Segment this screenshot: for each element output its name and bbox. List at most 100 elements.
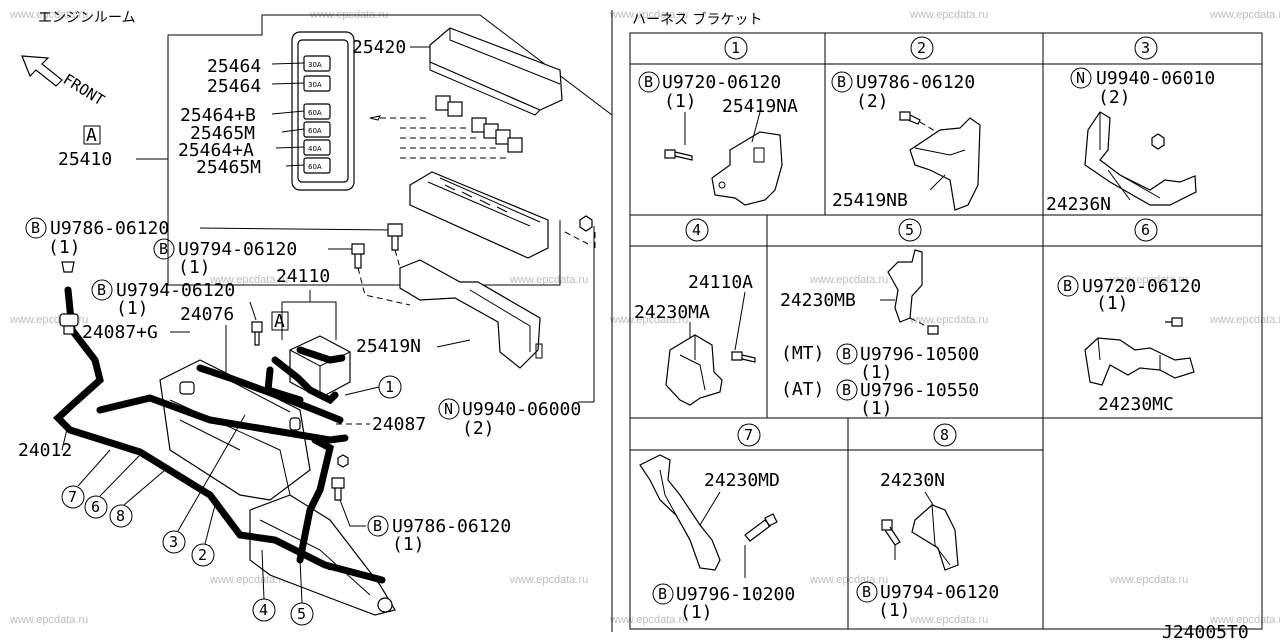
svg-text:4: 4 — [692, 221, 701, 239]
cell-header-6: 6 — [1134, 218, 1158, 242]
bracket-25419n — [399, 259, 543, 369]
part-24110: 24110 — [276, 266, 330, 287]
fuse-slot: 30A — [303, 55, 331, 72]
nut-code: U9940-06000 — [462, 399, 581, 420]
front-arrow-icon — [21, 55, 63, 87]
bracket-table — [629, 32, 1263, 630]
bolt-qty: (1) — [48, 237, 81, 258]
svg-text:B: B — [842, 381, 851, 399]
b-mark-icon — [91, 279, 113, 301]
watermark: www.epcdata.ru — [1109, 574, 1188, 586]
grommet — [59, 261, 79, 335]
b-mark-icon — [25, 217, 47, 239]
bolt-qty: (1) — [392, 534, 425, 555]
part-24230md: 24230MD — [704, 470, 780, 491]
bolt-code: U9794-06120 — [880, 582, 999, 603]
transmission — [249, 494, 396, 616]
part-24230mb: 24230MB — [780, 290, 856, 311]
section-title-engine-room: エンジンルーム — [38, 10, 136, 26]
bolt-code: U9786-06120 — [392, 516, 511, 537]
view-a-letter: A — [274, 311, 285, 332]
svg-text:60A: 60A — [308, 163, 322, 171]
callout-5: 5 — [290, 559, 314, 626]
bolt-callout-1: B U9786-06120 (1) — [25, 217, 389, 258]
bolt-qty: (1) — [878, 600, 911, 621]
relays — [435, 95, 523, 153]
svg-text:B: B — [837, 73, 846, 91]
bolt-code: U9720-06120 — [662, 72, 781, 93]
bolt-qty-mt: (1) — [860, 362, 893, 383]
fusebox-label: 25464+A — [178, 140, 254, 161]
cell-header-4: 4 — [685, 218, 709, 242]
bolt-icon — [251, 321, 263, 346]
nut-qty: (2) — [1098, 87, 1131, 108]
cell-header-2: 2 — [910, 36, 934, 60]
fusebox-label: 25464 — [207, 76, 261, 97]
svg-text:5: 5 — [905, 221, 914, 239]
callout-1: 1 — [344, 375, 402, 399]
cell-6: B U9720-06120 (1) 24230MC — [1057, 275, 1201, 415]
watermark: www.epcdata.ru — [609, 614, 688, 626]
b-mark-icon — [652, 583, 674, 605]
watermark: www.epcdata.ru — [809, 574, 888, 586]
part-24236n: 24236N — [1046, 194, 1111, 215]
svg-text:5: 5 — [297, 605, 306, 623]
bracket-24230mc — [1084, 337, 1195, 386]
svg-text:60A: 60A — [308, 127, 322, 135]
battery — [289, 335, 351, 399]
fuse-slot: 60A — [303, 103, 331, 120]
part-24230ma: 24230MA — [634, 302, 710, 323]
diagram-code: J24005T0 — [1162, 622, 1249, 640]
b-mark-icon — [836, 379, 858, 401]
svg-text:4: 4 — [259, 601, 268, 619]
cell-1: B U9720-06120 (1) 25419NA — [638, 71, 798, 206]
svg-text:8: 8 — [116, 507, 125, 525]
svg-text:B: B — [373, 517, 382, 535]
bolt-code: U9720-06120 — [1082, 276, 1201, 297]
watermark: www.epcdata.ru — [1209, 314, 1280, 326]
wire-harness — [52, 286, 386, 584]
svg-text:3: 3 — [169, 533, 178, 551]
cell-header-3: 3 — [1134, 36, 1158, 60]
front-label: FRONT — [60, 70, 108, 109]
b-mark-icon — [638, 71, 660, 93]
svg-text:40A: 40A — [308, 145, 322, 153]
callout-8: 8 — [109, 469, 166, 528]
bolt-callout-4: B U9786-06120 (1) — [339, 499, 511, 555]
cell-8: 24230N B U9794-06120 (1) — [856, 470, 999, 621]
relay-box-cover — [429, 27, 563, 116]
bolt-icon — [927, 325, 939, 335]
svg-text:2: 2 — [198, 546, 207, 564]
watermark: www.epcdata.ru — [509, 274, 588, 286]
watermark: www.epcdata.ru — [609, 314, 688, 326]
bolt-code: U9794-06120 — [178, 239, 297, 260]
svg-text:B: B — [862, 583, 871, 601]
cell-7: 24230MD B U9796-10200 (1) — [639, 454, 795, 623]
nut-qty: (2) — [462, 418, 495, 439]
watermark: www.epcdata.ru — [909, 314, 988, 326]
svg-text:B: B — [1063, 277, 1072, 295]
part-25410: 25410 — [58, 149, 112, 170]
watermark: www.epcdata.ru — [909, 9, 988, 21]
fuse-slot: 60A — [303, 121, 331, 138]
view-a-box-small — [271, 311, 289, 331]
svg-text:7: 7 — [744, 426, 753, 444]
fusebox-label: 25464 — [207, 56, 261, 77]
nut-callout: N U9940-06000 (2) — [438, 398, 594, 439]
bolt-icon — [1165, 317, 1183, 327]
svg-text:3: 3 — [1141, 39, 1150, 57]
nut-code: U9940-06010 — [1096, 68, 1215, 89]
watermark: www.epcdata.ru — [1209, 9, 1280, 21]
engine-room-section: エンジンルーム FRONT A 25410 30A 30A 60A 60A 40… — [18, 10, 613, 626]
bolt-qty: (1) — [178, 257, 211, 278]
callout-2: 2 — [191, 504, 216, 567]
part-24087: 24087 — [372, 414, 426, 435]
fusebox: 30A 30A 60A 60A 40A 60A — [291, 31, 355, 191]
view-a-frame-bottom — [167, 35, 561, 286]
watermark: www.epcdata.ru — [909, 614, 988, 626]
cell-header-1: 1 — [724, 36, 748, 60]
part-25419nb: 25419NB — [832, 190, 908, 211]
part-24110a: 24110A — [688, 272, 753, 293]
callout-7: 7 — [61, 449, 111, 509]
bracket-24230ma — [665, 334, 723, 406]
